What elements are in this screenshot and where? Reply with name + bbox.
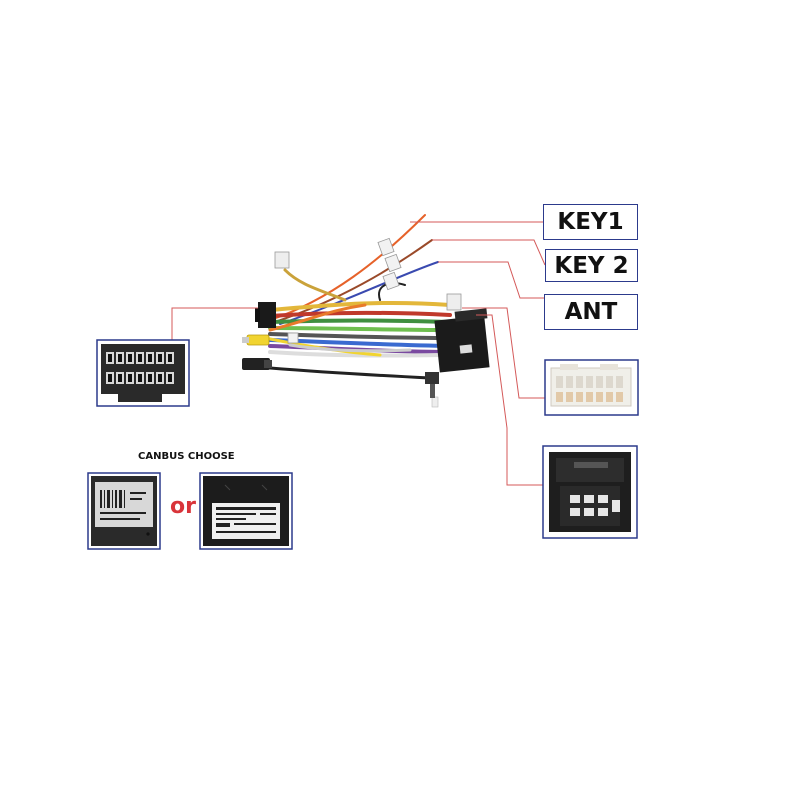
ant-label-box: ANT xyxy=(544,294,638,330)
white-connector-photo xyxy=(544,359,639,416)
antenna-adapter xyxy=(425,372,439,398)
iso-connector-photo xyxy=(96,339,190,407)
or-text: or xyxy=(170,494,196,519)
canbus-option-1-photo xyxy=(87,472,161,550)
key2-label: KEY 2 xyxy=(554,252,629,279)
ant-label: ANT xyxy=(564,299,618,325)
iso-connector xyxy=(255,302,276,328)
black-connector-photo xyxy=(542,445,638,539)
harness-wires xyxy=(263,214,452,380)
harness-canbus-box xyxy=(434,308,490,373)
key2-label-box: KEY 2 xyxy=(545,249,638,282)
leader-lines xyxy=(171,221,546,486)
wire-tabs xyxy=(274,237,462,408)
black-plug xyxy=(242,358,272,370)
key1-label: KEY1 xyxy=(557,209,624,235)
rca-plug xyxy=(242,332,299,346)
canbus-choose-title: CANBUS CHOOSE xyxy=(138,451,235,462)
key1-label-box: KEY1 xyxy=(543,204,638,240)
canbus-option-2-photo xyxy=(199,472,293,550)
